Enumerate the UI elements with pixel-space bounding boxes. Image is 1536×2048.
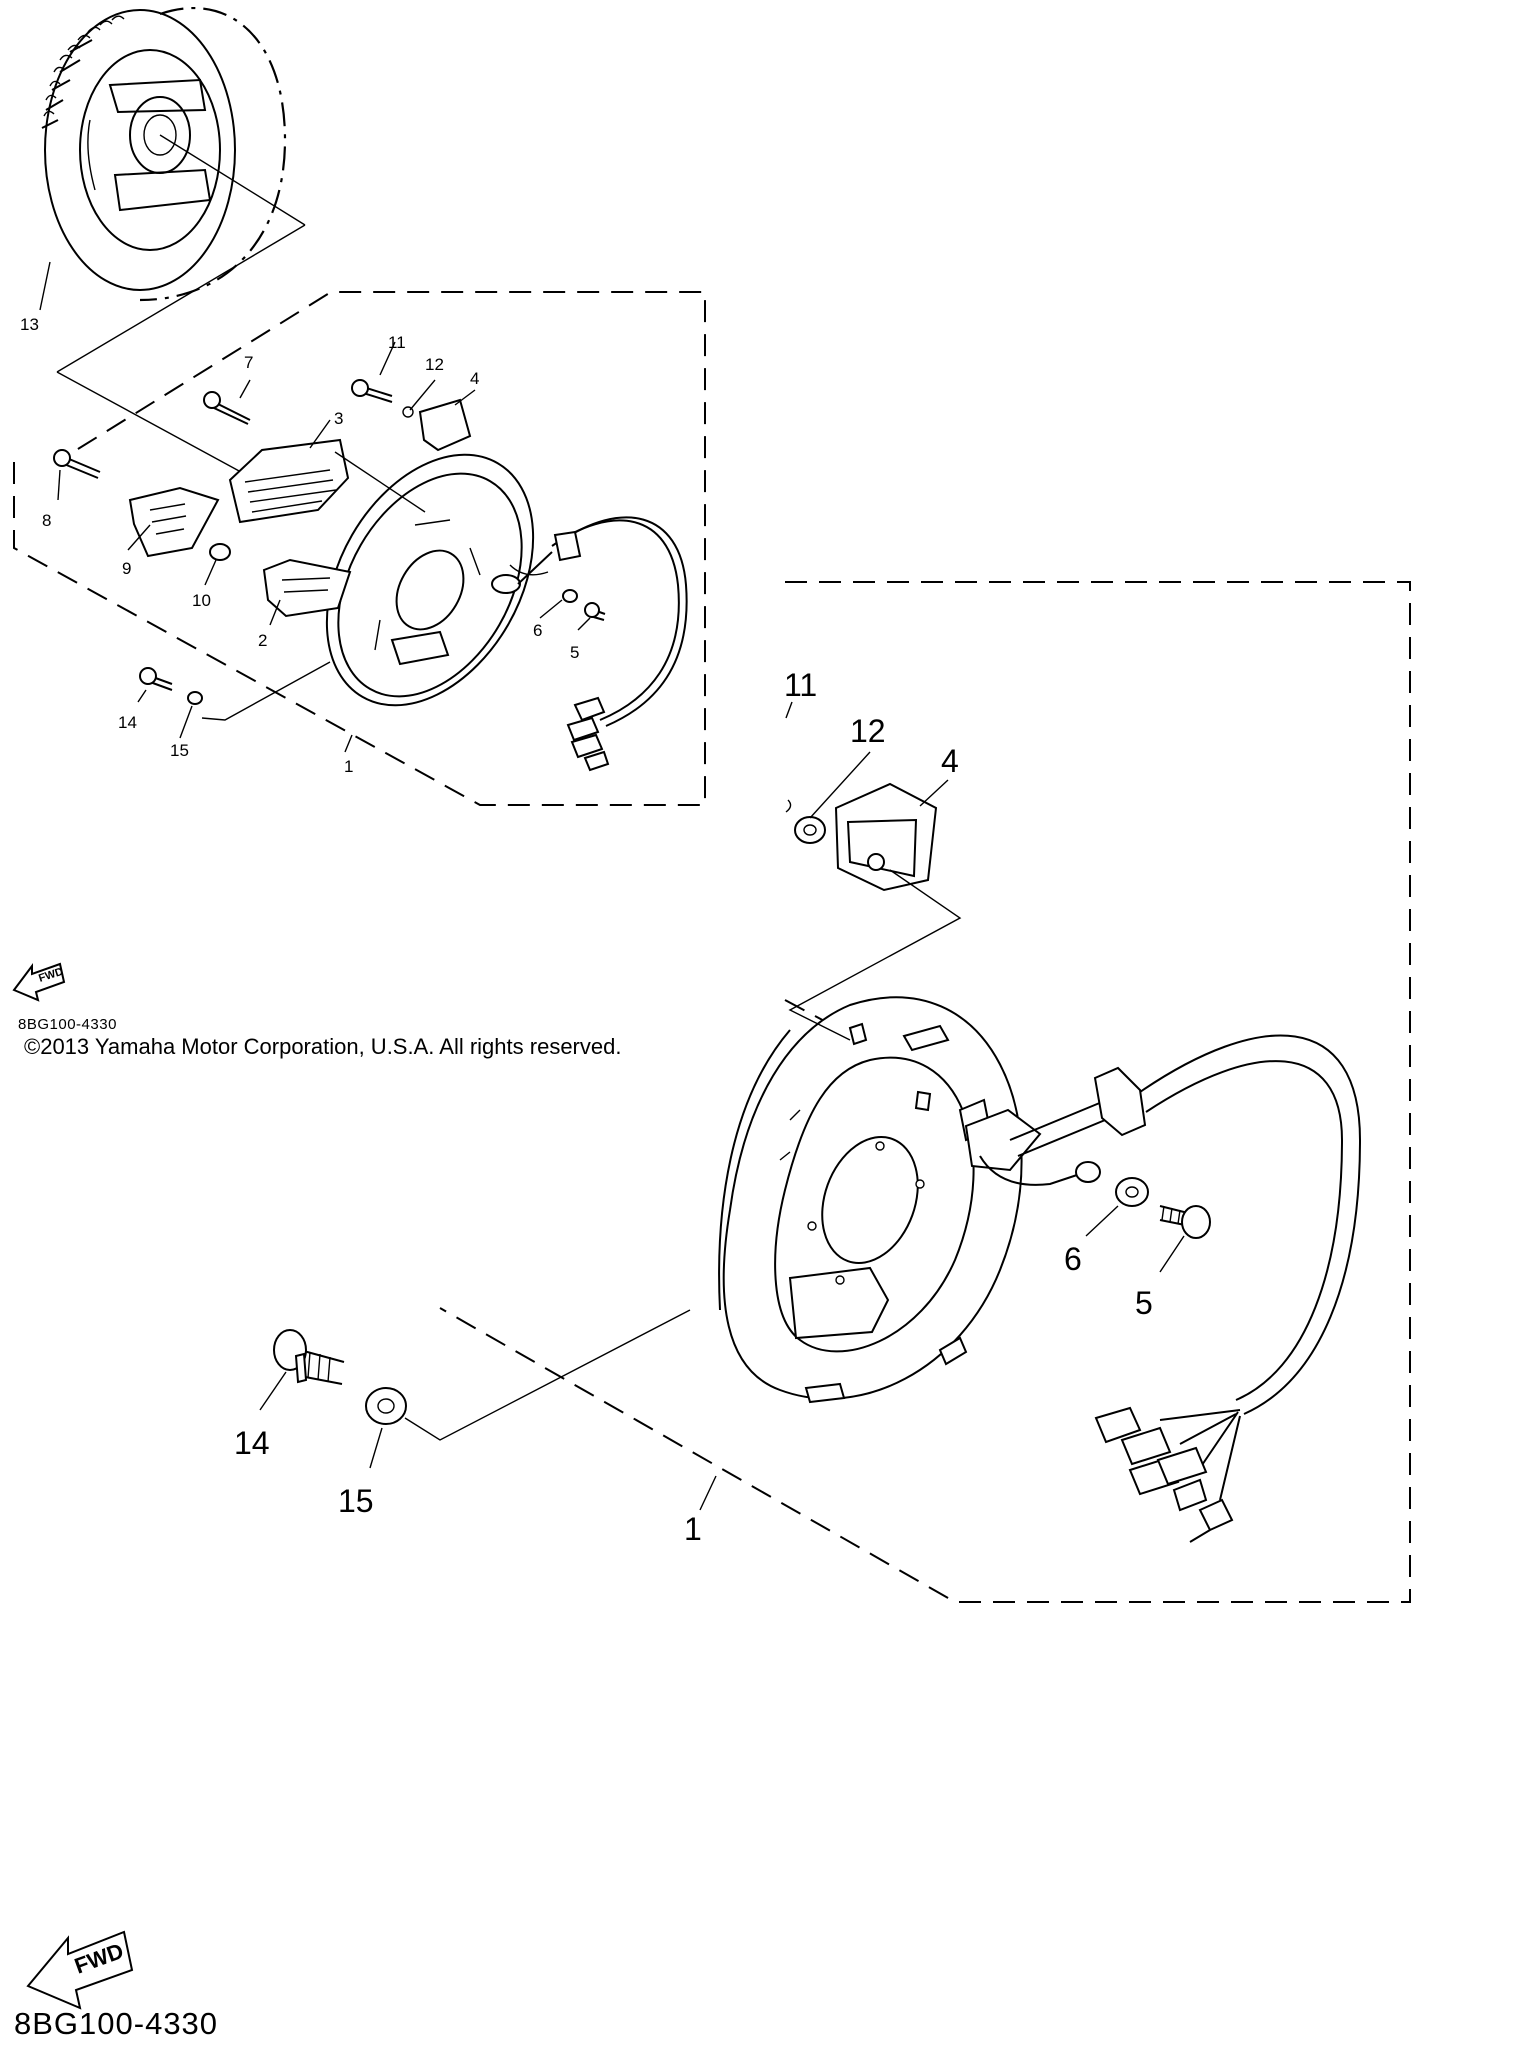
label-4-large: 4 bbox=[941, 743, 959, 779]
label-6-large: 6 bbox=[1064, 1241, 1082, 1277]
pulser-coil-part-2 bbox=[262, 558, 352, 618]
label-11: 11 bbox=[388, 333, 406, 352]
label-2: 2 bbox=[258, 631, 267, 650]
flywheel-rotor: 13 bbox=[20, 7, 306, 479]
label-8: 8 bbox=[42, 511, 51, 530]
stator-plate-small bbox=[325, 453, 549, 707]
washer-part-15-large bbox=[365, 1387, 407, 1425]
label-10: 10 bbox=[192, 591, 211, 610]
screw-part-14-large bbox=[273, 1329, 345, 1385]
label-5-large: 5 bbox=[1135, 1285, 1153, 1321]
overview-assembly-boundary bbox=[13, 291, 706, 806]
label-15-large: 15 bbox=[338, 1483, 374, 1519]
washer-part-6-large bbox=[1115, 1177, 1149, 1207]
pulser-coil-part-9 bbox=[128, 486, 220, 558]
label-13: 13 bbox=[20, 315, 39, 334]
overview-diagram: 13 bbox=[12, 7, 706, 1002]
label-7: 7 bbox=[244, 353, 253, 372]
detail-diagram: 11 12 4 6 5 14 15 1 FWD bbox=[26, 581, 1411, 2010]
label-15: 15 bbox=[170, 741, 189, 760]
leader-lines-small bbox=[57, 341, 591, 753]
label-1-large: 1 bbox=[684, 1511, 702, 1547]
washer-part-12-large bbox=[794, 816, 826, 844]
coil-part-4-large bbox=[788, 782, 962, 1041]
leader-lines-large bbox=[259, 701, 1185, 1511]
label-6: 6 bbox=[533, 621, 542, 640]
part-code-small: 8BG100-4330 bbox=[18, 1016, 117, 1033]
label-14: 14 bbox=[118, 713, 137, 732]
wiring-harness-small bbox=[491, 516, 688, 772]
screw-part-5-large bbox=[1159, 1205, 1211, 1239]
detail-assembly-boundary bbox=[439, 581, 1411, 1603]
label-14-large: 14 bbox=[234, 1425, 270, 1461]
wiring-harness-large bbox=[964, 1034, 1362, 1543]
fwd-arrow-small-icon: FWD bbox=[12, 962, 66, 1002]
label-3: 3 bbox=[334, 409, 343, 428]
coil-part-4-small bbox=[402, 398, 472, 452]
label-5: 5 bbox=[570, 643, 579, 662]
fwd-arrow-large-icon: FWD bbox=[26, 1930, 134, 2010]
copyright-notice: ©2013 Yamaha Motor Corporation, U.S.A. A… bbox=[24, 1034, 622, 1059]
label-9: 9 bbox=[122, 559, 131, 578]
label-12: 12 bbox=[425, 355, 444, 374]
fasteners-small bbox=[53, 379, 606, 705]
label-12-large: 12 bbox=[850, 713, 886, 749]
label-1: 1 bbox=[344, 757, 353, 776]
label-11-large: 11 bbox=[784, 667, 817, 703]
label-4: 4 bbox=[470, 369, 479, 388]
charge-coil-part-3 bbox=[228, 438, 426, 524]
part-code-large: 8BG100-4330 bbox=[14, 2006, 219, 2041]
stator-plate-large bbox=[718, 996, 1023, 1404]
